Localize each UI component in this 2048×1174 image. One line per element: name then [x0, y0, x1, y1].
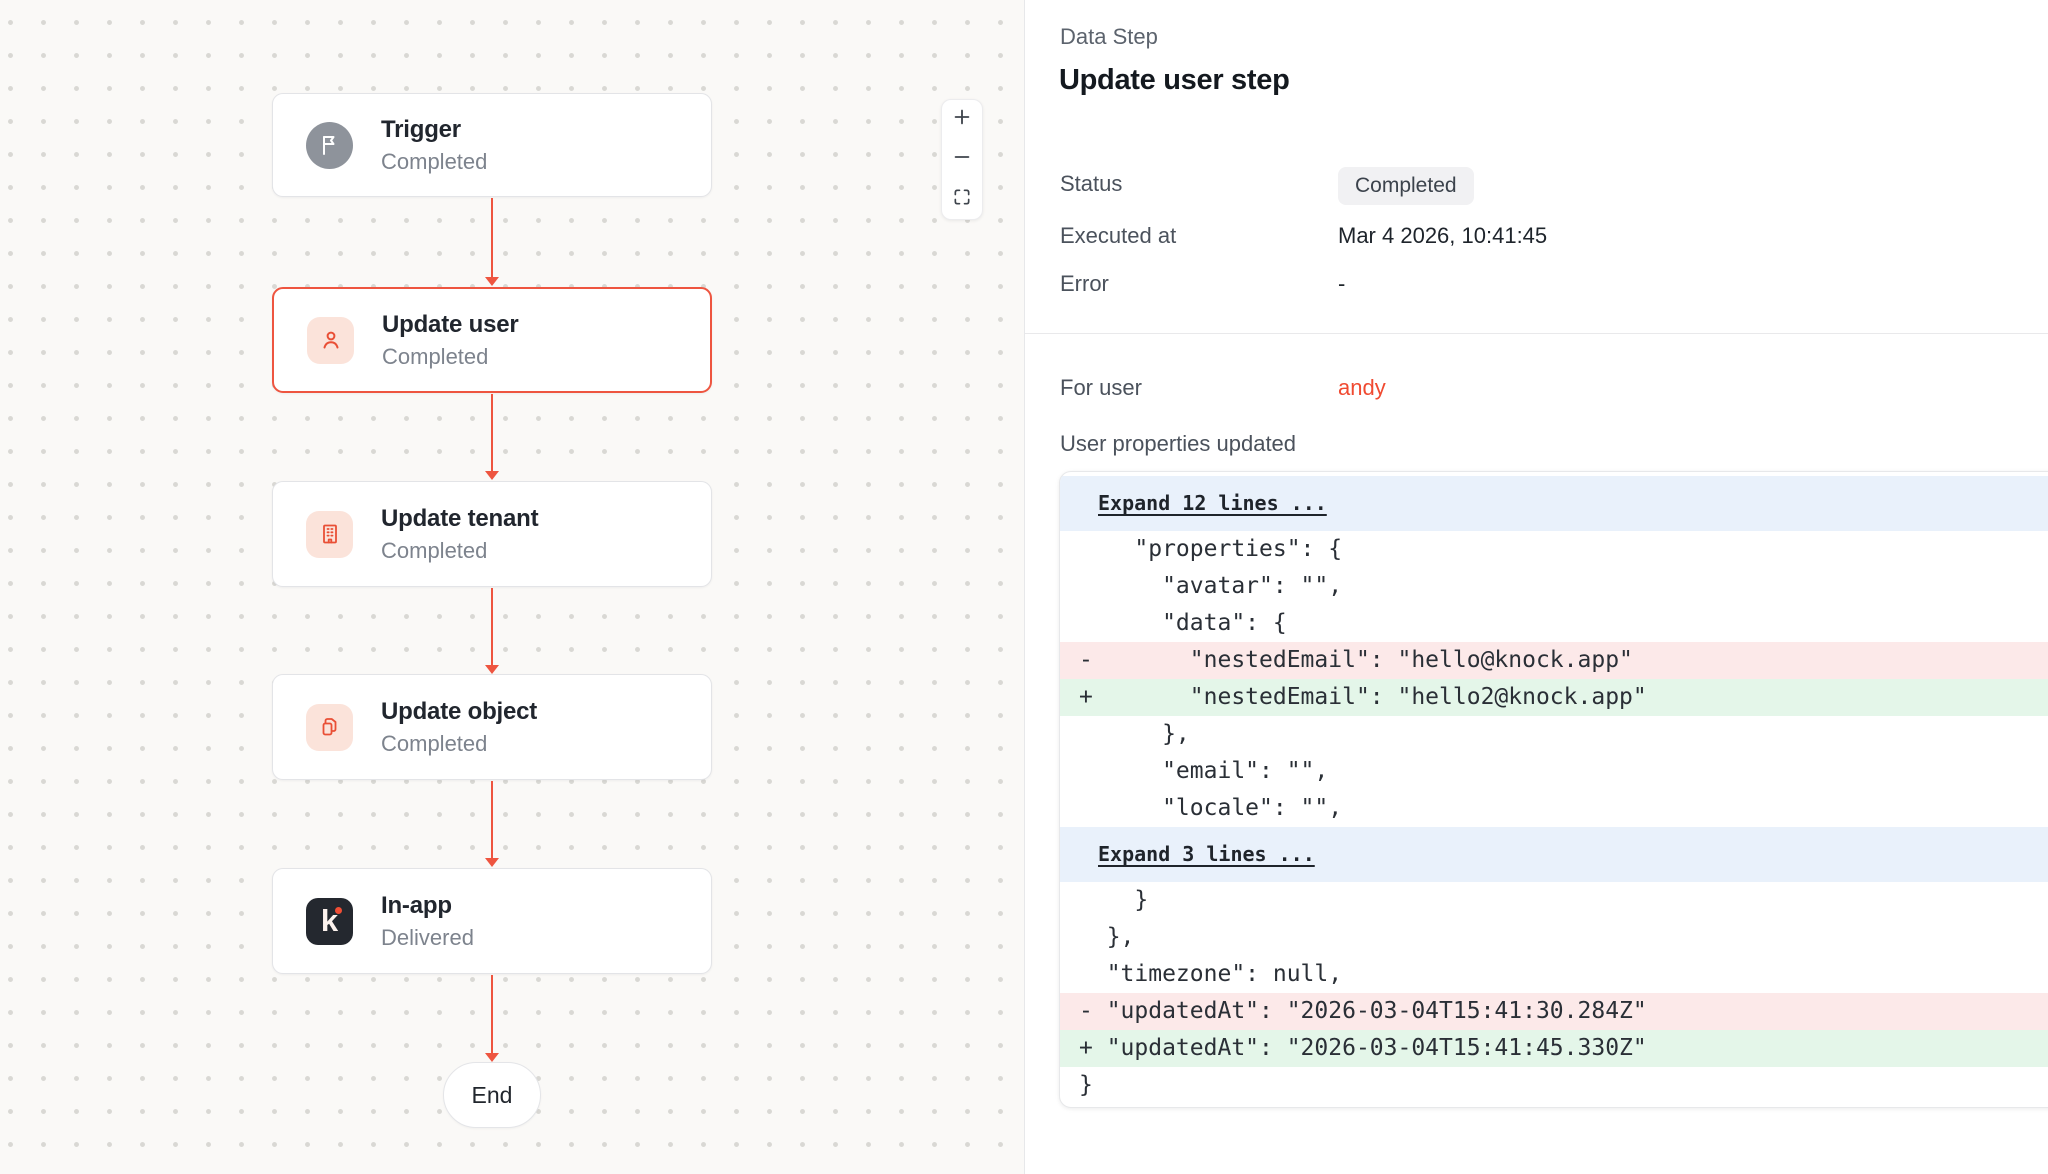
- end-node[interactable]: End: [443, 1062, 541, 1128]
- diff-line: },: [1079, 924, 1135, 950]
- step-detail-panel: Data Step Update user step Status Comple…: [1024, 0, 2048, 1174]
- node-title: In-app: [381, 891, 452, 919]
- diff-line-added: + "updatedAt": "2026-03-04T15:41:45.330Z…: [1060, 1030, 2048, 1067]
- flow-arrow: [485, 781, 499, 867]
- executed-at-value: Mar 4 2026, 10:41:45: [1338, 223, 1548, 248]
- knock-logo: k: [306, 897, 353, 945]
- status-badge: Completed: [1338, 167, 1474, 205]
- node-title: Update object: [381, 697, 538, 725]
- flow-arrow: [485, 975, 499, 1062]
- error-value: -: [1338, 271, 1346, 296]
- flag-icon: [306, 121, 353, 169]
- for-user-link[interactable]: andy: [1338, 375, 1386, 400]
- diff-line-removed: - "updatedAt": "2026-03-04T15:41:30.284Z…: [1060, 993, 2048, 1030]
- diff-line: }: [1079, 1072, 1093, 1098]
- node-status: Completed: [381, 537, 488, 563]
- diff-line: "avatar": "",: [1079, 573, 1343, 599]
- diff-line: "email": "",: [1079, 758, 1329, 784]
- node-in-app[interactable]: k In-app Delivered: [272, 868, 712, 974]
- for-user-label: For user: [1060, 375, 1142, 400]
- section-heading: User properties updated: [1060, 431, 1297, 456]
- status-label: Status: [1060, 171, 1123, 196]
- error-label: Error: [1060, 271, 1109, 296]
- section-divider: [1025, 333, 2048, 334]
- node-update-tenant[interactable]: Update tenant Completed: [272, 481, 712, 587]
- diff-expand-row: Expand 3 lines ...: [1060, 827, 2048, 882]
- node-status: Completed: [382, 343, 489, 369]
- zoom-in-button[interactable]: [942, 100, 982, 140]
- node-status: Completed: [381, 148, 488, 174]
- minus-icon: [951, 146, 973, 173]
- diff-line: "properties": {: [1079, 536, 1343, 562]
- fit-view-icon: [952, 187, 972, 212]
- zoom-out-button[interactable]: [942, 140, 982, 180]
- diff-line: }: [1079, 887, 1149, 913]
- diff-line: "data": {: [1079, 610, 1287, 636]
- flow-arrow: [485, 394, 499, 480]
- flow-arrow: [485, 588, 499, 674]
- user-icon: [307, 316, 354, 364]
- building-icon: [306, 510, 353, 558]
- flow-arrow: [485, 198, 499, 286]
- fit-view-button[interactable]: [942, 179, 982, 219]
- executed-at-label: Executed at: [1060, 223, 1177, 248]
- diff-expand-row: Expand 12 lines ...: [1060, 476, 2048, 531]
- page-title: Update user step: [1059, 64, 1290, 96]
- canvas-zoom-controls: [941, 99, 983, 220]
- node-update-object[interactable]: Update object Completed: [272, 674, 712, 780]
- diff-line-added: + "nestedEmail": "hello2@knock.app": [1060, 679, 2048, 716]
- diff-line: },: [1079, 721, 1190, 747]
- node-status: Delivered: [381, 924, 474, 950]
- node-trigger[interactable]: Trigger Completed: [272, 93, 712, 197]
- diff-line: "timezone": null,: [1079, 961, 1343, 987]
- expand-lines-link[interactable]: Expand 12 lines ...: [1098, 491, 1327, 515]
- node-title: Update user: [382, 310, 519, 338]
- diff-line: "locale": "",: [1079, 795, 1343, 821]
- workflow-canvas[interactable]: Trigger Completed Update user Completed …: [0, 0, 1024, 1174]
- node-title: Update tenant: [381, 504, 539, 532]
- node-update-user[interactable]: Update user Completed: [272, 287, 712, 393]
- copy-icon: [306, 703, 353, 751]
- node-status: Completed: [381, 730, 488, 756]
- properties-diff-viewer: Expand 12 lines ... "properties": { "ava…: [1059, 471, 2048, 1108]
- node-title: Trigger: [381, 115, 461, 143]
- step-type-label: Data Step: [1060, 24, 1158, 49]
- diff-line-removed: - "nestedEmail": "hello@knock.app": [1060, 642, 2048, 679]
- plus-icon: [951, 106, 973, 133]
- expand-lines-link[interactable]: Expand 3 lines ...: [1098, 842, 1315, 866]
